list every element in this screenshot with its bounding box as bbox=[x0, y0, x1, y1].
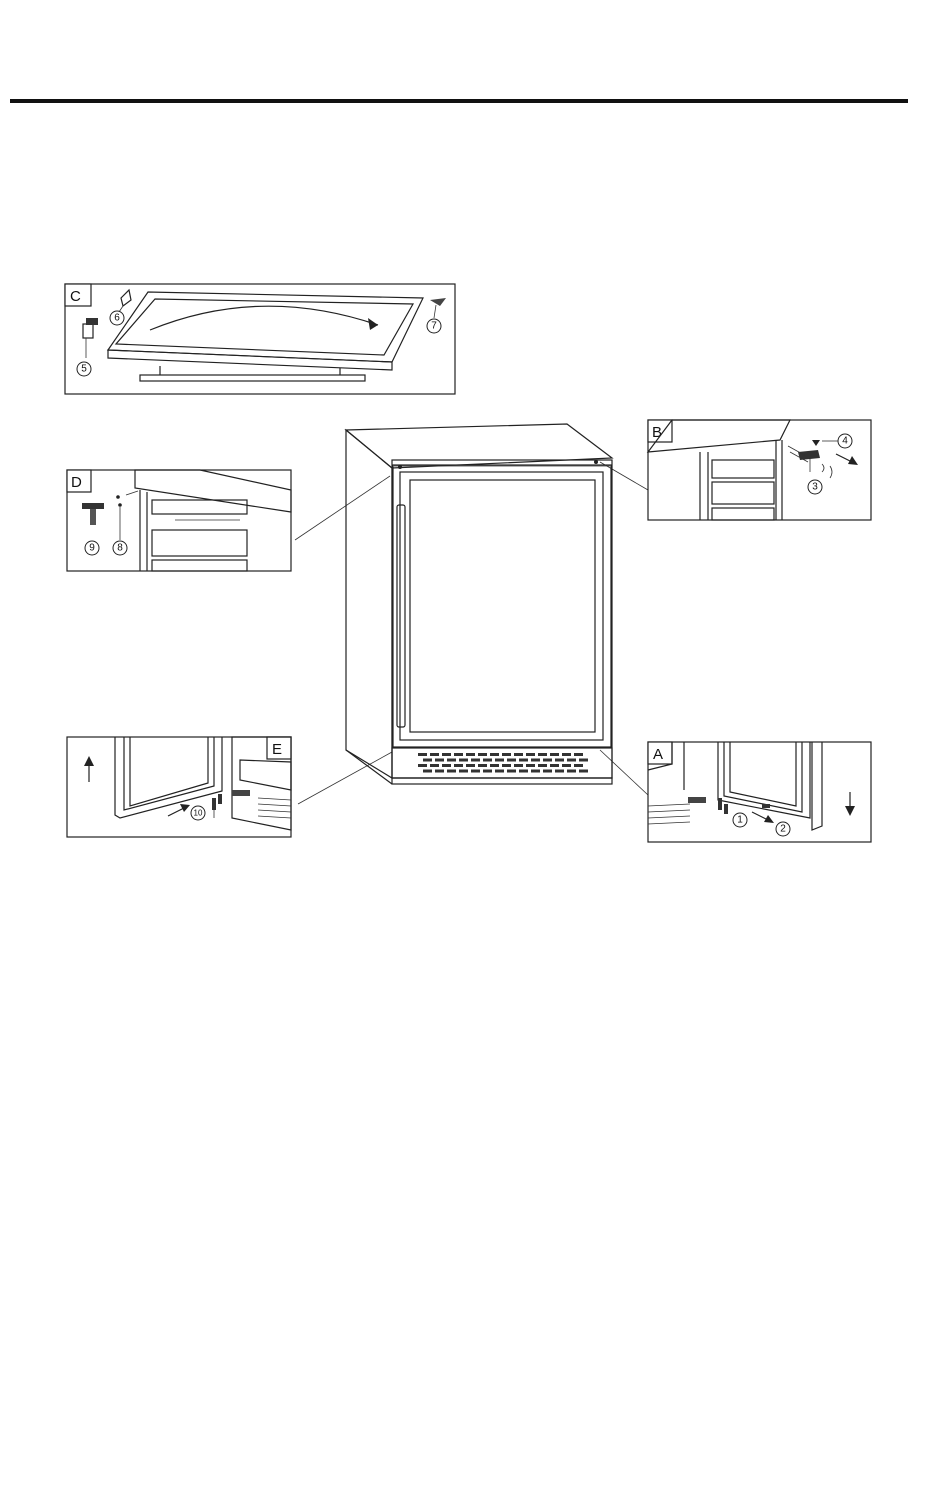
vent-slot bbox=[442, 753, 451, 756]
vent-slot bbox=[555, 770, 564, 773]
vent-slot bbox=[531, 770, 540, 773]
vent-slot bbox=[514, 764, 523, 767]
vent-slot bbox=[454, 753, 463, 756]
vent-slot bbox=[543, 759, 552, 762]
callout-2-number: 2 bbox=[780, 824, 786, 835]
vent-slot bbox=[514, 753, 523, 756]
panel-e-tag: E bbox=[272, 741, 282, 758]
callout-6-number: 6 bbox=[114, 313, 120, 324]
appliance-illustration bbox=[346, 424, 612, 784]
vent-slot bbox=[574, 764, 583, 767]
callout-5: 5 bbox=[77, 362, 91, 376]
vent-slot bbox=[574, 753, 583, 756]
vent-slot bbox=[454, 764, 463, 767]
vent-slot bbox=[507, 770, 516, 773]
screw-icon bbox=[116, 495, 120, 499]
callout-10-number: 10 bbox=[194, 809, 203, 818]
vent-slot bbox=[550, 764, 559, 767]
callout-5-number: 5 bbox=[81, 364, 87, 375]
door-handle bbox=[397, 505, 405, 727]
vent-slot bbox=[483, 759, 492, 762]
vent-slot bbox=[447, 770, 456, 773]
vent-slot bbox=[579, 770, 588, 773]
vent-slot bbox=[538, 753, 547, 756]
vent-slot bbox=[562, 764, 571, 767]
vent-slot bbox=[471, 759, 480, 762]
callout-4-number: 4 bbox=[842, 436, 848, 447]
callout-1-number: 1 bbox=[737, 815, 743, 826]
vent-slot bbox=[526, 764, 535, 767]
vent-slot bbox=[430, 753, 439, 756]
vent-slot bbox=[490, 764, 499, 767]
panel-a-tag: A bbox=[653, 746, 663, 763]
vent-slot bbox=[471, 770, 480, 773]
vent-slot bbox=[418, 764, 427, 767]
panel-e: E bbox=[67, 737, 291, 837]
vent-slot bbox=[423, 759, 432, 762]
vent-slot bbox=[435, 759, 444, 762]
callout-1: 1 bbox=[733, 813, 747, 827]
vent-slot bbox=[418, 753, 427, 756]
callout-3: 3 bbox=[808, 480, 822, 494]
vent-slot bbox=[543, 770, 552, 773]
callout-4: 4 bbox=[838, 434, 852, 448]
vent-slot bbox=[519, 759, 528, 762]
vent-slot bbox=[538, 764, 547, 767]
panel-b: B bbox=[648, 420, 871, 520]
callout-3-number: 3 bbox=[812, 482, 818, 493]
callout-10: 10 bbox=[191, 806, 205, 820]
vent-slot bbox=[567, 770, 576, 773]
callout-8-number: 8 bbox=[117, 543, 123, 554]
vent-slot bbox=[459, 770, 468, 773]
vent-slot bbox=[502, 764, 511, 767]
vent-slot bbox=[435, 770, 444, 773]
vent-slot bbox=[526, 753, 535, 756]
vent-grille bbox=[418, 753, 588, 773]
vent-slot bbox=[423, 770, 432, 773]
vent-slot bbox=[567, 759, 576, 762]
vent-slot bbox=[430, 764, 439, 767]
vent-slot bbox=[579, 759, 588, 762]
callout-8: 8 bbox=[113, 541, 127, 555]
panel-d: D bbox=[67, 470, 291, 571]
header-rule bbox=[10, 99, 908, 103]
callout-9-number: 9 bbox=[89, 543, 95, 554]
vent-slot bbox=[483, 770, 492, 773]
vent-slot bbox=[519, 770, 528, 773]
callout-7: 7 bbox=[427, 319, 441, 333]
vent-slot bbox=[562, 753, 571, 756]
vent-slot bbox=[502, 753, 511, 756]
callout-7-number: 7 bbox=[431, 321, 437, 332]
vent-slot bbox=[550, 753, 559, 756]
callout-6: 6 bbox=[110, 311, 124, 325]
callout-9: 9 bbox=[85, 541, 99, 555]
vent-slot bbox=[478, 764, 487, 767]
vent-slot bbox=[466, 753, 475, 756]
panel-c: C bbox=[65, 284, 455, 394]
vent-slot bbox=[531, 759, 540, 762]
callout-2: 2 bbox=[776, 822, 790, 836]
panel-b-tag: B bbox=[652, 424, 662, 441]
panel-d-tag: D bbox=[71, 474, 82, 491]
vent-slot bbox=[495, 770, 504, 773]
vent-slot bbox=[466, 764, 475, 767]
vent-slot bbox=[447, 759, 456, 762]
vent-slot bbox=[507, 759, 516, 762]
panel-c-tag: C bbox=[70, 288, 81, 305]
vent-slot bbox=[495, 759, 504, 762]
vent-slot bbox=[442, 764, 451, 767]
vent-slot bbox=[490, 753, 499, 756]
vent-slot bbox=[478, 753, 487, 756]
vent-slot bbox=[459, 759, 468, 762]
panel-a: A bbox=[648, 742, 871, 842]
vent-slot bbox=[555, 759, 564, 762]
